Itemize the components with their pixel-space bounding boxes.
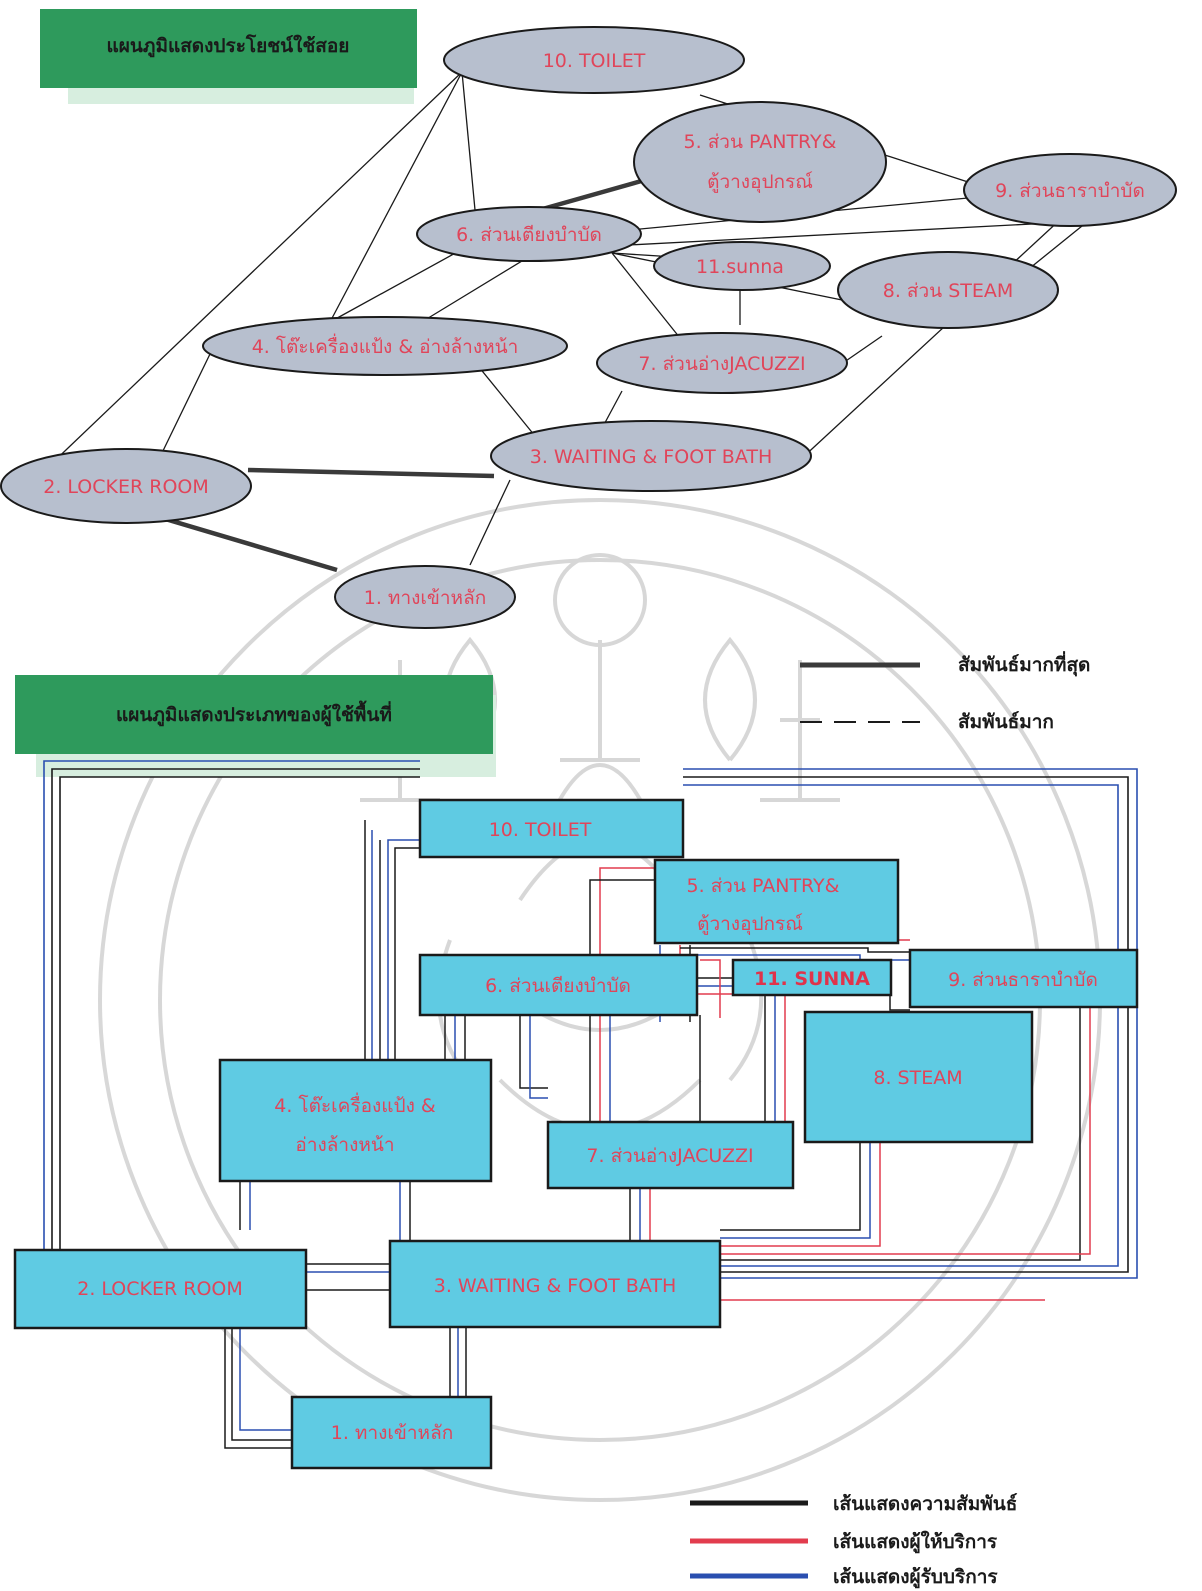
top-node-jacuzzi: 7. ส่วนอ่างJACUZZI — [596, 332, 848, 394]
svg-text:7. ส่วนอ่างJACUZZI: 7. ส่วนอ่างJACUZZI — [638, 353, 805, 375]
bottom-title: แผนภูมิแสดงประเภทของผู้ใช้พื้นที่ — [116, 700, 392, 727]
bottom-node-steam: 8. STEAM — [803, 1010, 1034, 1144]
bottom-frame-lines — [43, 760, 1138, 1279]
bottom-node-sauna: 11. SUNNA — [731, 958, 893, 997]
top-node-toilet: 10. TOILET — [443, 26, 745, 94]
bottom-node-locker: 2. LOCKER ROOM — [13, 1248, 308, 1330]
bottom-node-therapy-bed: 6. ส่วนเตียงบำบัด — [418, 953, 699, 1017]
bottom-node-waiting: 3. WAITING & FOOT BATH — [388, 1239, 722, 1329]
top-node-pantry: 5. ส่วน PANTRY& ตู้วางอุปกรณ์ — [633, 101, 887, 223]
svg-text:3. WAITING & FOOT BATH: 3. WAITING & FOOT BATH — [434, 1275, 677, 1297]
bottom-title-box — [15, 675, 493, 754]
svg-text:10. TOILET: 10. TOILET — [543, 50, 646, 72]
bottom-node-pantry: 5. ส่วน PANTRY& ตู้วางอุปกรณ์ — [653, 858, 900, 945]
svg-text:2. LOCKER ROOM: 2. LOCKER ROOM — [77, 1278, 243, 1300]
top-node-entrance: 1. ทางเข้าหลัก — [334, 565, 516, 629]
top-legend: สัมพันธ์มากที่สุด สัมพันธ์มาก — [800, 651, 1090, 733]
svg-text:8. ส่วน STEAM: 8. ส่วน STEAM — [883, 280, 1014, 302]
svg-text:3. WAITING & FOOT BATH: 3. WAITING & FOOT BATH — [530, 446, 773, 468]
top-connections — [44, 71, 1109, 566]
bottom-node-toilet: 10. TOILET — [418, 798, 685, 859]
svg-text:6. ส่วนเตียงบำบัด: 6. ส่วนเตียงบำบัด — [456, 224, 602, 246]
top-node-waiting: 3. WAITING & FOOT BATH — [490, 420, 812, 492]
svg-text:9. ส่วนธาราบำบัด: 9. ส่วนธาราบำบัด — [995, 180, 1145, 202]
bottom-node-jacuzzi: 7. ส่วนอ่างJACUZZI — [546, 1120, 795, 1190]
legend-label-strong: สัมพันธ์มาก — [958, 711, 1054, 733]
bottom-lower-lines — [224, 1142, 1045, 1449]
top-title: แผนภูมิแสดงประโยชน์ใช้สอย — [107, 34, 350, 58]
svg-text:10. TOILET: 10. TOILET — [489, 819, 592, 841]
svg-text:5. ส่วน PANTRY&: 5. ส่วน PANTRY& — [687, 875, 840, 897]
legend-label-relation: เส้นแสดงความสัมพันธ์ — [833, 1493, 1017, 1515]
legend-label-strongest: สัมพันธ์มากที่สุด — [958, 651, 1090, 677]
svg-text:2. LOCKER ROOM: 2. LOCKER ROOM — [43, 476, 209, 498]
svg-text:อ่างล้างหน้า: อ่างล้างหน้า — [295, 1134, 394, 1156]
bottom-node-vanity: 4. โต๊ะเครื่องแป้ง & อ่างล้างหน้า — [218, 1058, 493, 1183]
svg-text:9. ส่วนธาราบำบัด: 9. ส่วนธาราบำบัด — [948, 969, 1098, 991]
svg-text:4. โต๊ะเครื่องแป้ง &: 4. โต๊ะเครื่องแป้ง & — [274, 1092, 436, 1117]
bottom-node-entrance: 1. ทางเข้าหลัก — [290, 1395, 493, 1470]
svg-text:ตู้วางอุปกรณ์: ตู้วางอุปกรณ์ — [707, 171, 813, 194]
svg-text:11. SUNNA: 11. SUNNA — [754, 968, 870, 990]
svg-text:4. โต๊ะเครื่องแป้ง & อ่างล้างห: 4. โต๊ะเครื่องแป้ง & อ่างล้างหน้า — [252, 333, 519, 358]
svg-text:1. ทางเข้าหลัก: 1. ทางเข้าหลัก — [331, 1422, 453, 1444]
top-node-vanity: 4. โต๊ะเครื่องแป้ง & อ่างล้างหน้า — [202, 316, 568, 376]
svg-text:6. ส่วนเตียงบำบัด: 6. ส่วนเตียงบำบัด — [485, 975, 631, 997]
top-node-hydrotherapy: 9. ส่วนธาราบำบัด — [963, 153, 1177, 227]
svg-text:8. STEAM: 8. STEAM — [873, 1067, 962, 1089]
top-node-sauna: 11.sunna — [653, 241, 831, 291]
top-node-therapy-bed: 6. ส่วนเตียงบำบัด — [416, 206, 642, 262]
bottom-legend: เส้นแสดงความสัมพันธ์ เส้นแสดงผู้ให้บริกา… — [690, 1493, 1017, 1589]
bottom-node-hydrotherapy: 9. ส่วนธาราบำบัด — [908, 948, 1139, 1009]
svg-text:1. ทางเข้าหลัก: 1. ทางเข้าหลัก — [364, 587, 486, 609]
svg-text:5. ส่วน PANTRY&: 5. ส่วน PANTRY& — [684, 131, 837, 153]
top-node-steam: 8. ส่วน STEAM — [837, 251, 1059, 329]
legend-label-receiver: เส้นแสดงผู้รับบริการ — [833, 1566, 998, 1589]
svg-text:7. ส่วนอ่างJACUZZI: 7. ส่วนอ่างJACUZZI — [586, 1145, 753, 1167]
top-title-box — [40, 9, 417, 88]
legend-label-provider: เส้นแสดงผู้ให้บริการ — [833, 1530, 998, 1554]
svg-text:11.sunna: 11.sunna — [696, 256, 784, 278]
top-node-locker: 2. LOCKER ROOM — [0, 448, 252, 524]
svg-text:ตู้วางอุปกรณ์: ตู้วางอุปกรณ์ — [697, 913, 803, 936]
